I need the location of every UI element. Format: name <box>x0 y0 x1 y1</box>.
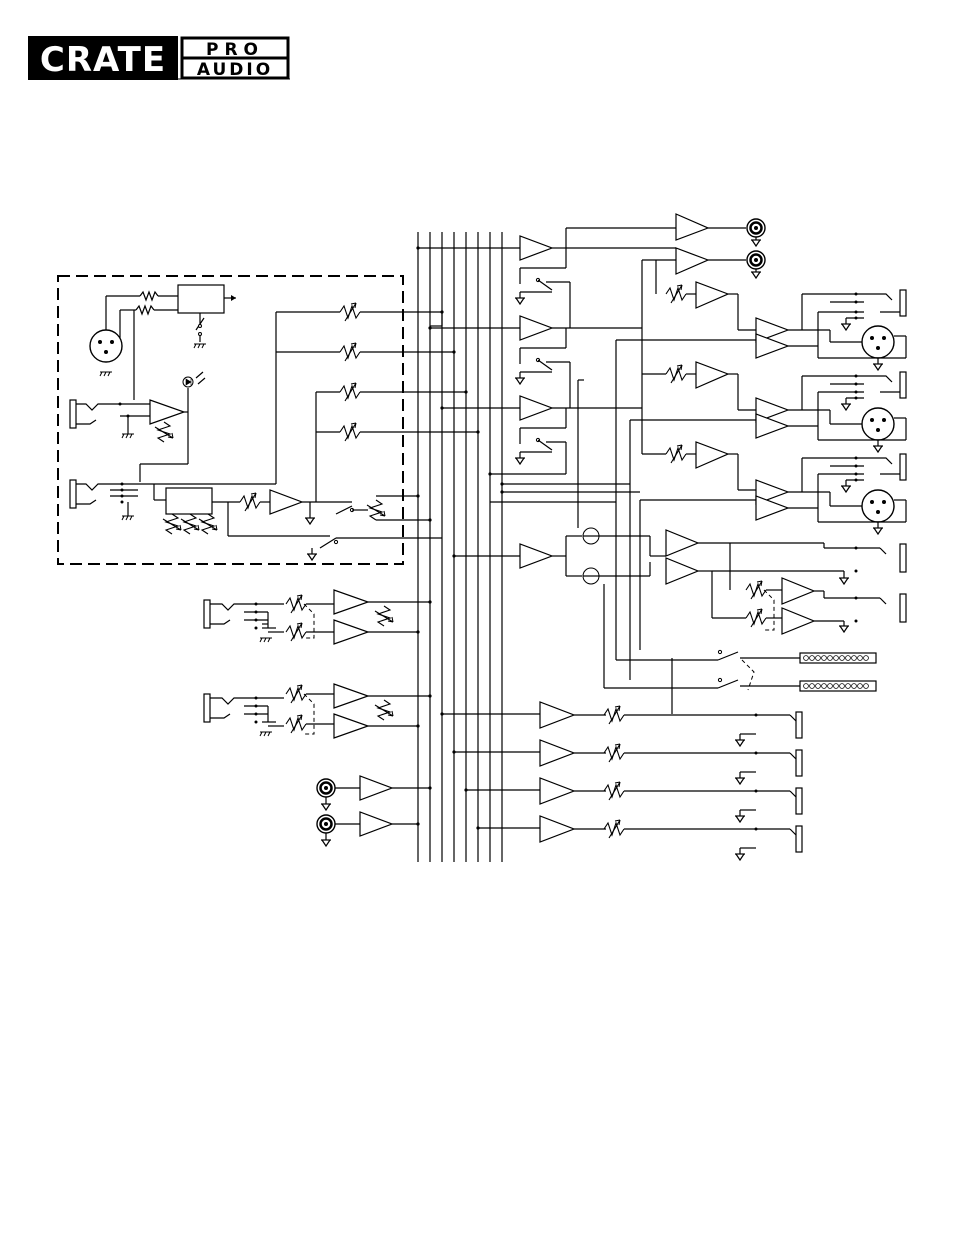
group-output-3 <box>756 454 906 534</box>
stereo-input-2 <box>204 684 432 738</box>
aux-send-outputs <box>440 702 802 860</box>
channel-strip-boundary <box>58 276 403 564</box>
stereo-input-1 <box>204 590 432 644</box>
group-output-1 <box>756 290 906 370</box>
rca-return-inputs <box>317 776 432 846</box>
group-output-2 <box>756 372 906 452</box>
output-section <box>642 214 906 714</box>
